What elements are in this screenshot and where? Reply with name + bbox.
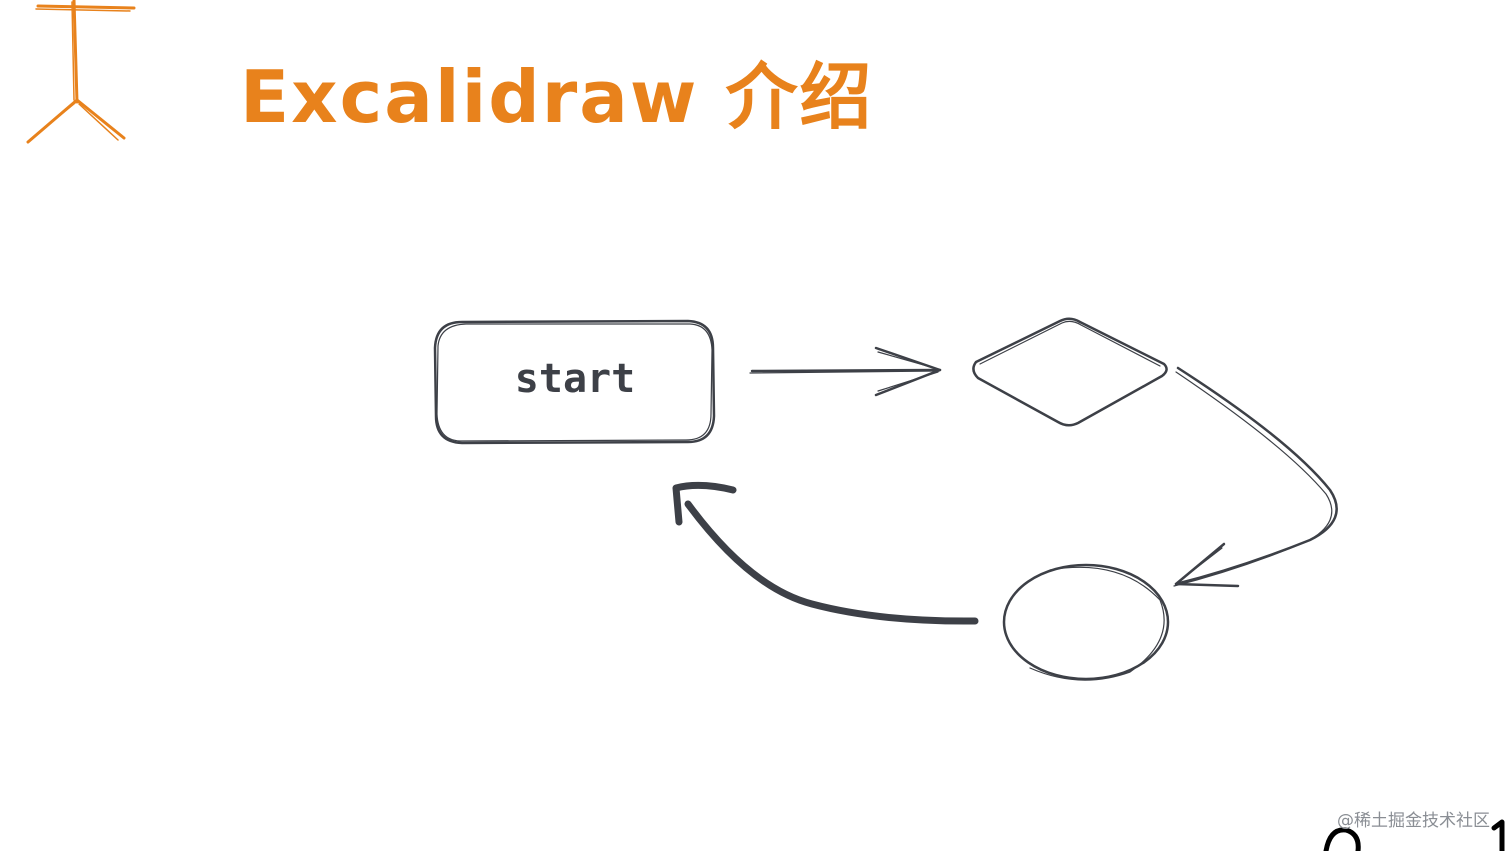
start-node-label: start: [514, 356, 636, 402]
cut-off-stroke-doodle: [1323, 819, 1505, 851]
watermark-text: @稀土掘金技术社区: [1337, 811, 1490, 831]
arrow-end-to-start[interactable]: [672, 481, 979, 625]
arrow-decision-to-end[interactable]: [1173, 366, 1338, 588]
stick-figure-doodle[interactable]: [26, 0, 136, 144]
page-title: Excalidraw 介绍: [240, 55, 874, 139]
end-node[interactable]: [1002, 563, 1170, 681]
start-node[interactable]: [433, 319, 716, 445]
decision-node[interactable]: [972, 317, 1168, 427]
arrow-start-to-decision[interactable]: [749, 346, 942, 397]
